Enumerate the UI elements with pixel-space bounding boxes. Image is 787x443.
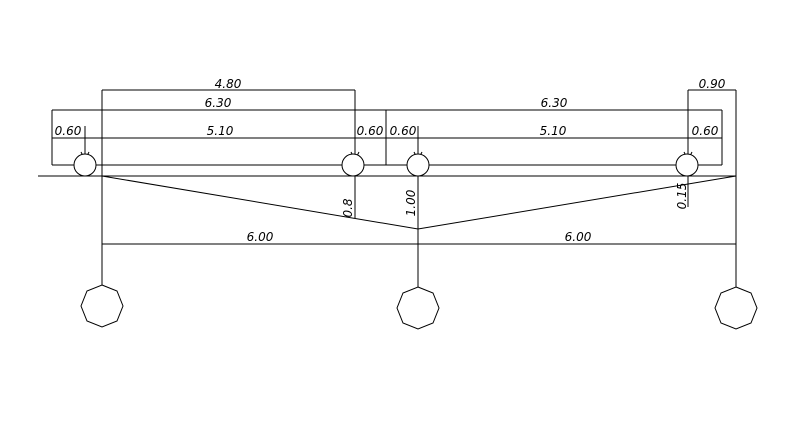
pile-octagon bbox=[396, 286, 440, 330]
rail-circle bbox=[341, 153, 365, 177]
dim-label-0-60-a: 0.60 bbox=[55, 124, 82, 138]
dim-label-0-15: 0.15 bbox=[675, 183, 689, 210]
dim-label-0-90: 0.90 bbox=[699, 77, 726, 91]
dim-label-0-60-c: 0.60 bbox=[390, 124, 417, 138]
slope-profile bbox=[101, 175, 737, 230]
rail-circle bbox=[675, 153, 699, 177]
dim-label-0-8: 0.8 bbox=[341, 198, 355, 217]
dim-label-1-00: 1.00 bbox=[404, 189, 418, 216]
pile-octagon bbox=[80, 284, 124, 328]
dim-label-right-5-10: 5.10 bbox=[540, 124, 567, 138]
dim-label-left-5-10: 5.10 bbox=[207, 124, 234, 138]
dim-label-right-6-30: 6.30 bbox=[541, 96, 568, 110]
dim-label-left-6-30: 6.30 bbox=[205, 96, 232, 110]
rail-circle bbox=[73, 153, 97, 177]
dim-label-0-60-d: 0.60 bbox=[692, 124, 719, 138]
dim-label-4-80: 4.80 bbox=[215, 77, 242, 91]
dim-label-0-60-b: 0.60 bbox=[357, 124, 384, 138]
dim-label-left-6-00: 6.00 bbox=[247, 230, 274, 244]
rail-circle bbox=[406, 153, 430, 177]
pile-octagon bbox=[714, 286, 758, 330]
dim-label-right-6-00: 6.00 bbox=[565, 230, 592, 244]
